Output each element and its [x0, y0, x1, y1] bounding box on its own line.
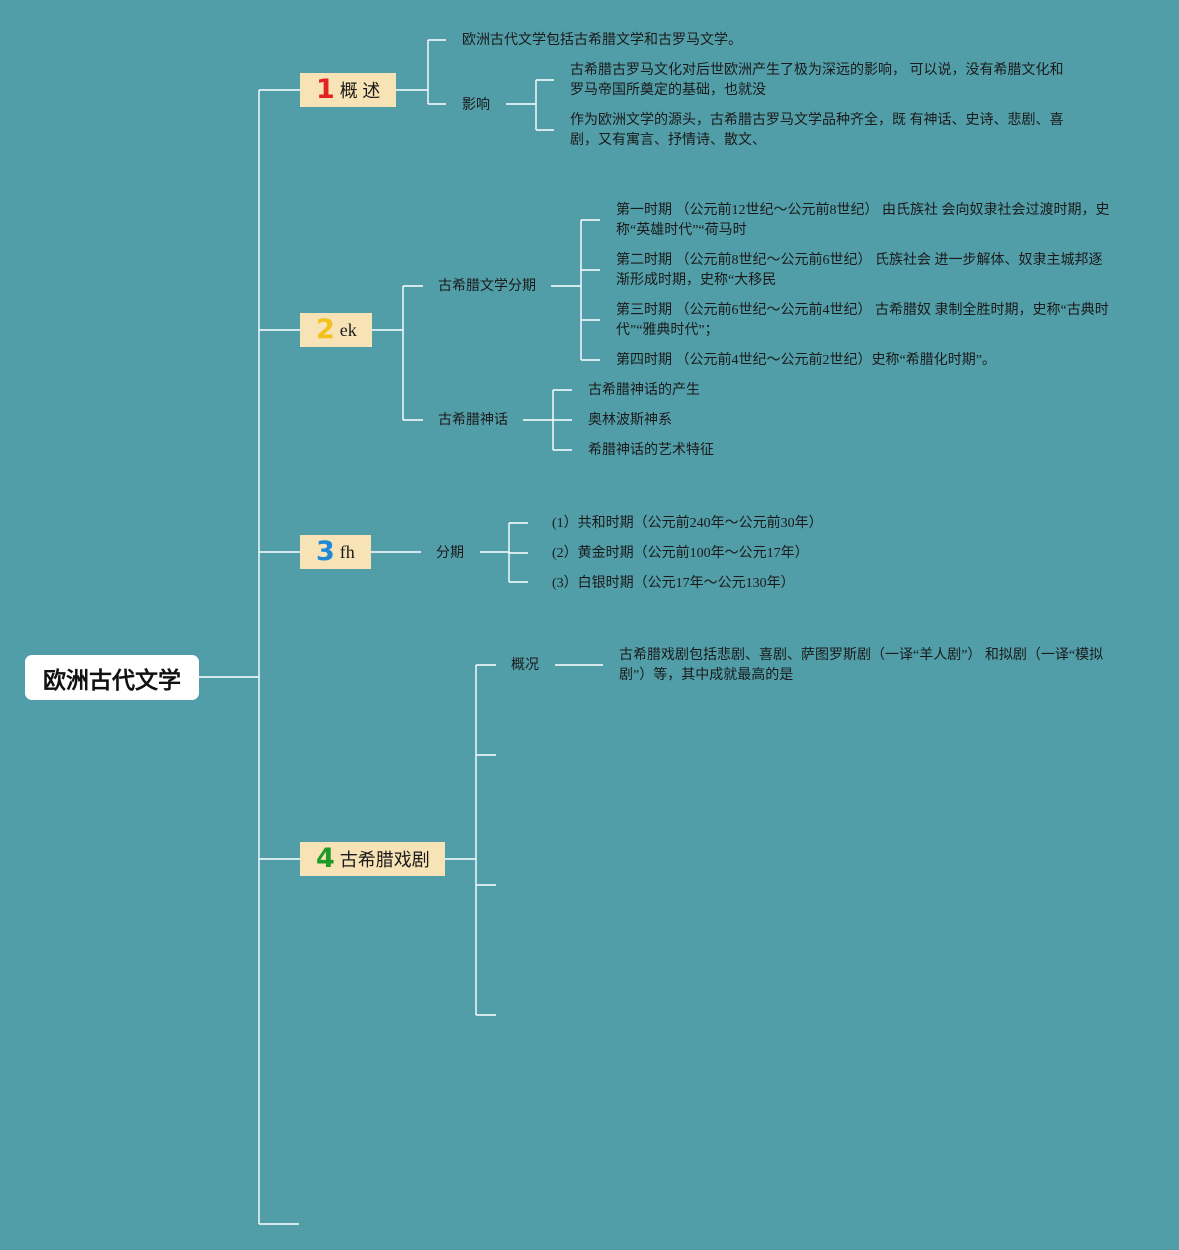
influence-item-1: 古希腊古罗马文化对后世欧洲产生了极为深远的影响， 可以说，没有希腊文化和罗马帝国… — [570, 63, 1064, 98]
myth-item-1: 古希腊神话的产生 — [588, 383, 700, 398]
branch-label-fh: fh — [339, 541, 355, 562]
greek-myths-label[interactable]: 古希腊神话 — [438, 413, 508, 428]
roman-period-2: (2）黄金时期（公元前100年～公元17年） — [552, 546, 809, 561]
myth-item-2: 奥林波斯神系 — [588, 413, 672, 428]
greek-period-1: 第一时期 （公元前12世纪～公元前8世纪） 由氏族社 会向奴隶社会过渡时期，史称… — [616, 203, 1110, 238]
root-label: 欧洲古代文学 — [43, 667, 181, 694]
branch-label-overview: 概 述 — [339, 81, 381, 101]
drama-overview-text: 古希腊戏剧包括悲剧、喜剧、萨图罗斯剧（一译“羊人剧”） 和拟剧（一译“模拟剧”）… — [619, 648, 1104, 683]
drama-overview-label[interactable]: 概况 — [511, 658, 539, 673]
influence-label[interactable]: 影响 — [462, 98, 490, 113]
myth-item-3: 希腊神话的艺术特征 — [588, 443, 714, 458]
root-node[interactable]: 欧洲古代文学 — [25, 655, 199, 700]
overview-intro: 欧洲古代文学包括古希腊文学和古罗马文学。 — [462, 33, 742, 48]
branch-label-ek: ek — [339, 319, 357, 340]
branch-label-greek-drama: 古希腊戏剧 — [339, 850, 430, 870]
branch-number-2: 2 — [316, 314, 335, 345]
greek-period-2: 第二时期 （公元前8世纪～公元前6世纪） 氏族社会 进一步解体、奴隶主城邦逐渐形… — [616, 253, 1103, 288]
branch-number-4: 4 — [316, 843, 335, 874]
roman-periods-label[interactable]: 分期 — [436, 546, 464, 561]
branch-node-ek[interactable]: 2 ek — [300, 313, 372, 347]
greek-period-4: 第四时期 （公元前4世纪～公元前2世纪）史称“希腊化时期”。 — [616, 353, 996, 368]
greek-periods-label[interactable]: 古希腊文学分期 — [438, 279, 536, 294]
greek-period-3: 第三时期 （公元前6世纪～公元前4世纪） 古希腊奴 隶制全胜时期，史称“古典时代… — [616, 303, 1109, 338]
branch-node-greek-drama[interactable]: 4 古希腊戏剧 — [300, 842, 445, 876]
roman-period-1: (1）共和时期（公元前240年～公元前30年） — [552, 516, 823, 531]
branch-number-1: 1 — [316, 74, 335, 105]
branch-number-3: 3 — [316, 536, 335, 567]
influence-item-2: 作为欧洲文学的源头，古希腊古罗马文学品种齐全，既 有神话、史诗、悲剧、喜剧，又有… — [570, 113, 1064, 148]
branch-node-fh[interactable]: 3 fh — [300, 535, 371, 569]
roman-period-3: (3）白银时期（公元17年～公元130年） — [552, 576, 795, 591]
branch-node-overview[interactable]: 1 概 述 — [300, 73, 396, 107]
